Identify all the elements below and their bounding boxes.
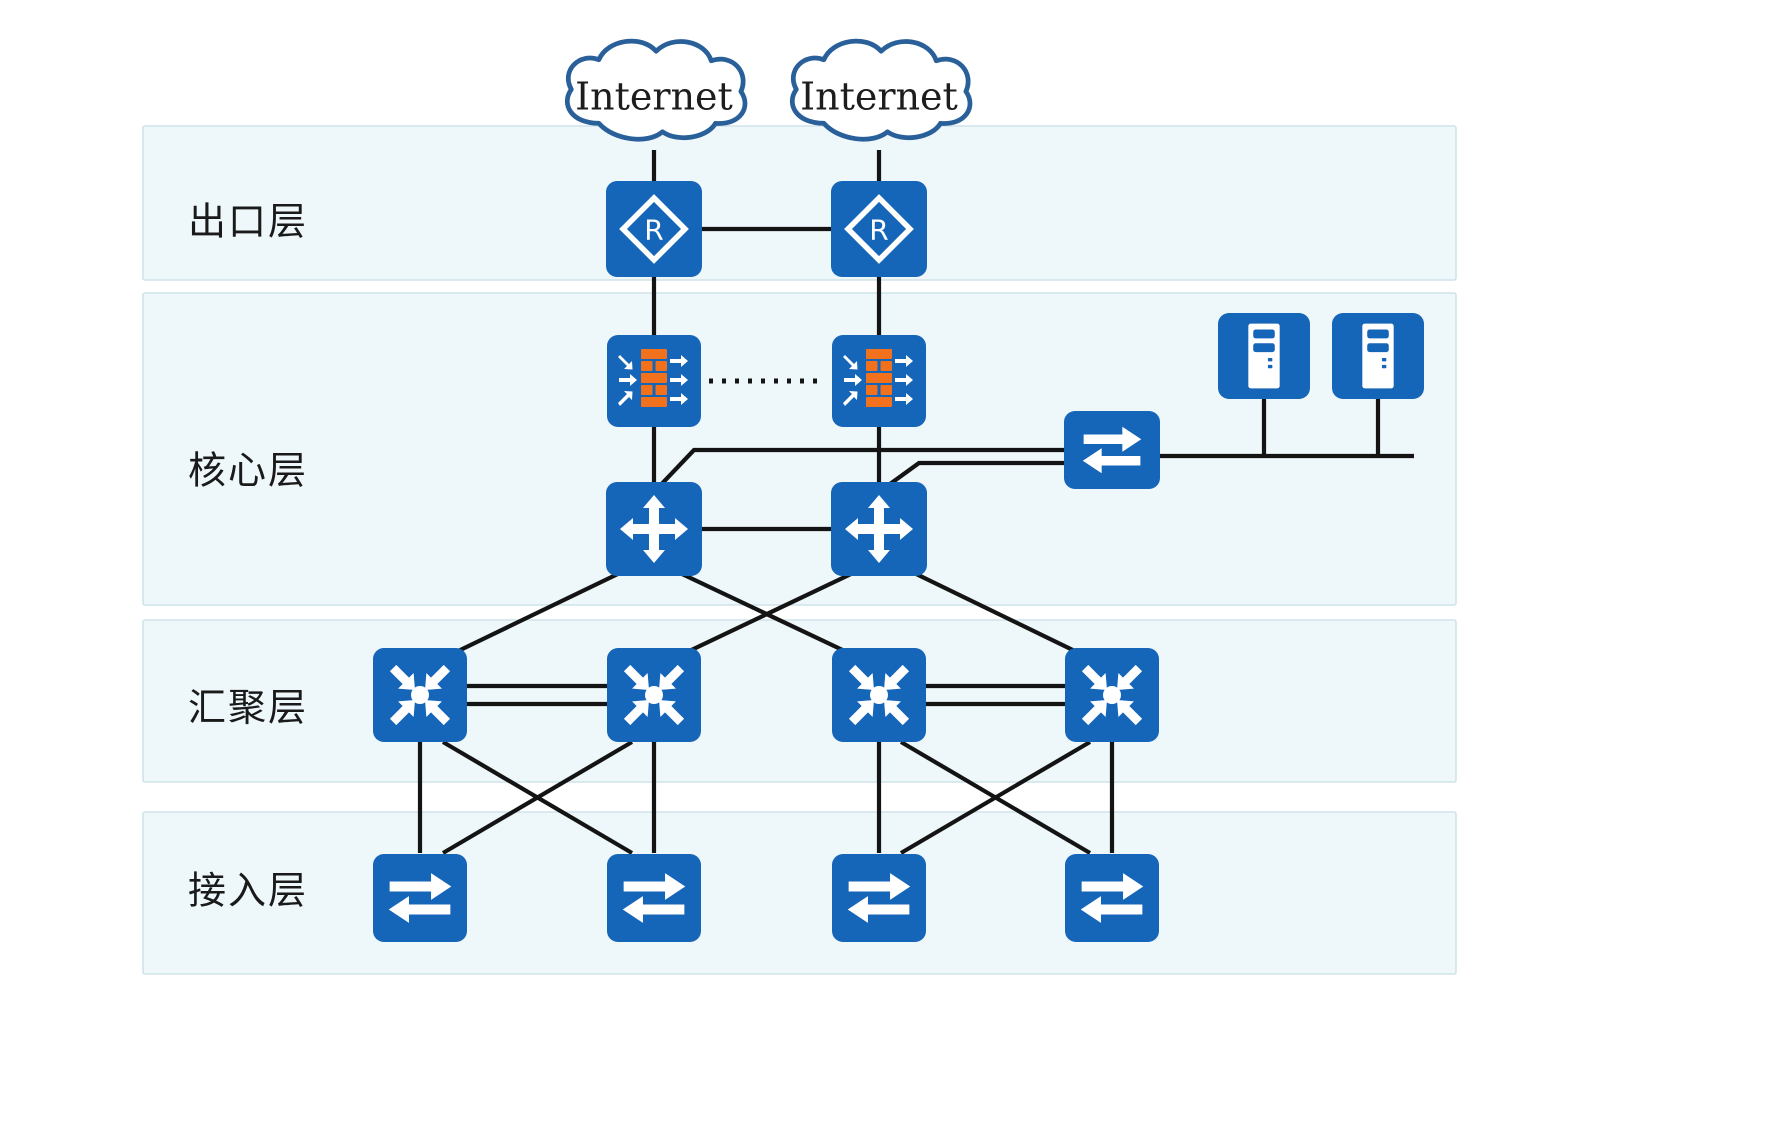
link-agg-switch-2-to-access-switch-1 [441, 740, 634, 855]
cloud-internet-right[interactable]: Internet [792, 41, 970, 139]
node-aggregation-switch-3[interactable] [832, 648, 926, 742]
link-core-switch-1-to-server-switch [652, 447, 1066, 494]
cloud-internet-left[interactable]: Internet [567, 41, 745, 139]
band-label-egress: 出口层 [188, 200, 308, 244]
l2-switch-tile [373, 854, 467, 942]
link-core-switch-2-to-agg-switch-2 [682, 572, 852, 656]
cloud-label-right: Internet [800, 75, 958, 119]
node-aggregation-switch-4[interactable] [1065, 648, 1159, 742]
node-access-switch-4[interactable] [1065, 854, 1159, 942]
link-agg-switch-4-to-access-switch-3 [899, 740, 1092, 855]
node-core-switch-left[interactable] [606, 482, 702, 576]
internet-clouds: Internet Internet [567, 41, 970, 139]
band-label-access: 接入层 [188, 869, 308, 913]
node-server-farm-switch[interactable] [1064, 411, 1160, 489]
server-icon [1362, 323, 1394, 389]
node-aggregation-switch-1[interactable] [373, 648, 467, 742]
node-egress-router-right[interactable] [831, 181, 927, 277]
link-core-switch-1-to-agg-switch-1 [451, 569, 625, 656]
l2-switch-tile [607, 854, 701, 942]
node-access-switch-2[interactable] [607, 854, 701, 942]
node-server-right[interactable] [1332, 313, 1424, 399]
band-label-core: 核心层 [188, 449, 308, 493]
l2-switch-tile [1065, 854, 1159, 942]
node-firewall-right[interactable] [832, 335, 926, 427]
layer-bands: 出口层 核心层 汇聚层 接入层 [142, 125, 1457, 975]
node-server-left[interactable] [1218, 313, 1310, 399]
band-aggregation: 汇聚层 [142, 619, 1457, 783]
band-egress: 出口层 [142, 125, 1457, 281]
l2-switch-tile [832, 854, 926, 942]
server-icon [1248, 323, 1280, 389]
link-core-switch-2-to-agg-switch-4 [909, 569, 1082, 656]
node-access-switch-3[interactable] [832, 854, 926, 942]
l2-switch-tile [1064, 411, 1160, 489]
node-egress-router-left[interactable] [606, 181, 702, 277]
node-firewall-left[interactable] [607, 335, 701, 427]
node-core-switch-right[interactable] [831, 482, 927, 576]
cloud-label-left: Internet [575, 75, 733, 119]
band-label-aggregation: 汇聚层 [188, 686, 308, 730]
topology-nodes [373, 181, 1424, 942]
node-access-switch-1[interactable] [373, 854, 467, 942]
band-access: 接入层 [142, 811, 1457, 975]
node-aggregation-switch-2[interactable] [607, 648, 701, 742]
topology-links [417, 150, 1414, 855]
